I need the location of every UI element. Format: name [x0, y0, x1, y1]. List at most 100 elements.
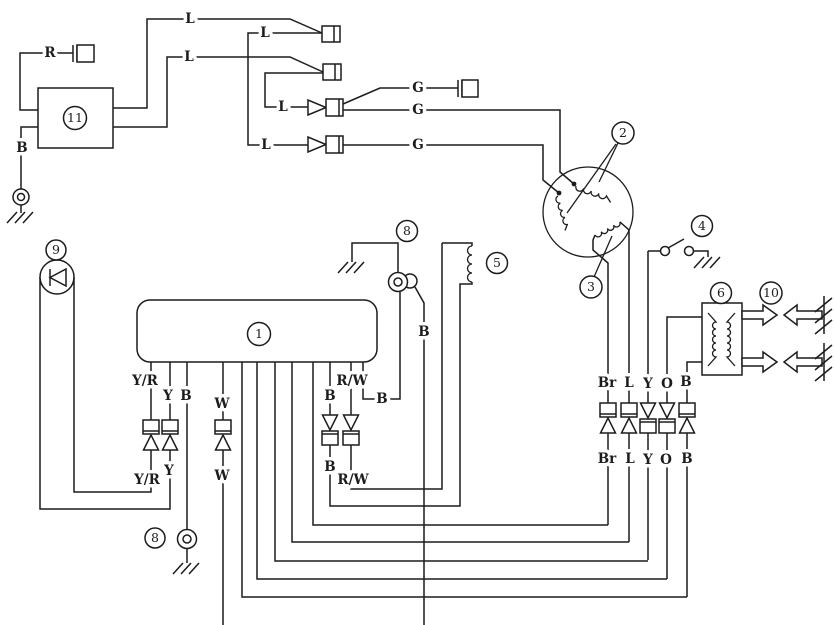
ring-terminal-icon: [393, 277, 403, 287]
component-callout-4: 4: [690, 214, 714, 238]
wire-label-l: L: [625, 451, 635, 467]
component-callout-9: 9: [45, 239, 67, 261]
wire-label-y: Y: [163, 463, 174, 479]
bullet-male-icon: [142, 433, 160, 451]
wire-l-output-2: [113, 56, 324, 128]
bus-to-o-column: [256, 362, 667, 580]
wire-label-l: L: [185, 11, 195, 27]
ground-icon: [337, 261, 365, 274]
callout-circle: [579, 275, 603, 299]
wire-label-r: R: [44, 45, 56, 61]
bullet-male-icon: [321, 414, 339, 432]
bus-to-br-column: [312, 362, 608, 526]
wire-label-br: Br: [598, 451, 617, 467]
secondary-winding-icon: [725, 312, 736, 367]
wire-l-output-1: [113, 18, 323, 109]
component-number: 3: [587, 279, 595, 294]
wires: [19, 18, 709, 625]
wire-label-b: B: [180, 388, 191, 404]
ground-bar-icon: [814, 343, 833, 382]
wire-8-ground-link: [351, 242, 399, 272]
bullet-male-icon: [161, 433, 179, 451]
wire-label-yr: Y/R: [131, 373, 159, 389]
component-callouts: 1 2 3 4 5 6 8 8: [45, 105, 783, 549]
wire-label-b: B: [680, 374, 691, 390]
connector-icon: [461, 79, 479, 98]
ignition-coil: [701, 302, 743, 376]
ground-symbols: [6, 211, 721, 575]
wire-coil5-top: [442, 242, 473, 246]
wire-label-yr: Y/R: [133, 472, 161, 488]
ground-icon: [693, 256, 721, 269]
switch-contact: [659, 245, 671, 257]
ground-icon: [6, 211, 34, 224]
bullet-male-icon: [307, 98, 328, 117]
callout-pointer: [593, 235, 613, 278]
bus-to-b-column: [241, 362, 687, 598]
component-number: 10: [763, 285, 779, 300]
wire-label-b: B: [16, 140, 27, 156]
wire-l-bus: [247, 32, 322, 146]
spark-plug-gaps: [741, 296, 833, 382]
callout-circle: [709, 281, 733, 305]
ground-bar-icon: [814, 296, 833, 335]
component-number: 9: [52, 242, 60, 257]
magneto-circle: [542, 166, 634, 258]
eyelet-terminals: [12, 188, 418, 550]
bullet-male-icon: [658, 402, 676, 420]
callout-circle: [690, 214, 714, 238]
component-number: 5: [493, 255, 501, 270]
callout-circle: [144, 527, 166, 549]
lighting-coil-icon: [555, 195, 569, 231]
component-callout-2: 2: [611, 121, 635, 145]
connector-icon: [620, 402, 638, 418]
callout-circle: [611, 121, 635, 145]
bullet-male-icon: [639, 402, 657, 420]
component-number: 2: [619, 125, 627, 140]
connector-icon: [325, 135, 344, 154]
wire-y-lower: [39, 277, 171, 510]
eyelet-icon: [182, 534, 192, 544]
wire-label-y: Y: [162, 388, 173, 404]
component-number: 6: [717, 285, 725, 300]
wire-label-l: L: [261, 137, 271, 153]
wire-coil5-left-to-rw: [350, 243, 443, 490]
connector-icon: [321, 25, 341, 43]
wire-label-b: B: [324, 388, 335, 404]
wire-label-rw: R/W: [336, 373, 368, 389]
bus-to-l-column: [291, 362, 629, 543]
connector-icon: [321, 430, 339, 446]
ground-icon: [172, 562, 200, 575]
component-number: 8: [403, 223, 411, 238]
source-coil-icon: [466, 245, 473, 283]
connector-icon: [342, 430, 360, 446]
callout-circle: [395, 219, 419, 243]
wire-g-to-magneto-1: [343, 109, 575, 185]
wire-g-to-magneto-2: [343, 144, 560, 194]
bullet-male-icon: [678, 416, 696, 434]
junction-dot: [556, 190, 562, 196]
callout-circle: [62, 105, 88, 131]
callout-circle: [485, 251, 509, 275]
wire-label-b: B: [324, 459, 335, 475]
lighting-coil-icon: [575, 185, 612, 203]
wire-label-l: L: [184, 49, 194, 65]
primary-winding-icon: [707, 312, 718, 367]
callout-circle: [45, 239, 67, 261]
connector-icon: [325, 98, 344, 117]
component-callout-3: 3: [579, 275, 603, 299]
wire-switch-ground: [694, 250, 709, 257]
diode-triangle-icon: [48, 267, 67, 288]
wire-label-b: B: [418, 324, 429, 340]
spark-arrow-icon: [741, 350, 779, 374]
component-callout-8-top: 8: [395, 219, 419, 243]
bullet-male-icon: [214, 433, 232, 451]
connector-icon: [76, 44, 95, 63]
wire-label-l: L: [278, 99, 288, 115]
bullet-male-icon: [307, 135, 328, 154]
wire-l-branch: [264, 72, 323, 108]
spark-arrow-icon: [782, 303, 823, 327]
switch-contact: [683, 245, 695, 257]
wire-label-rw: R/W: [337, 472, 369, 488]
connectors-box-over-triangle: [142, 402, 696, 451]
